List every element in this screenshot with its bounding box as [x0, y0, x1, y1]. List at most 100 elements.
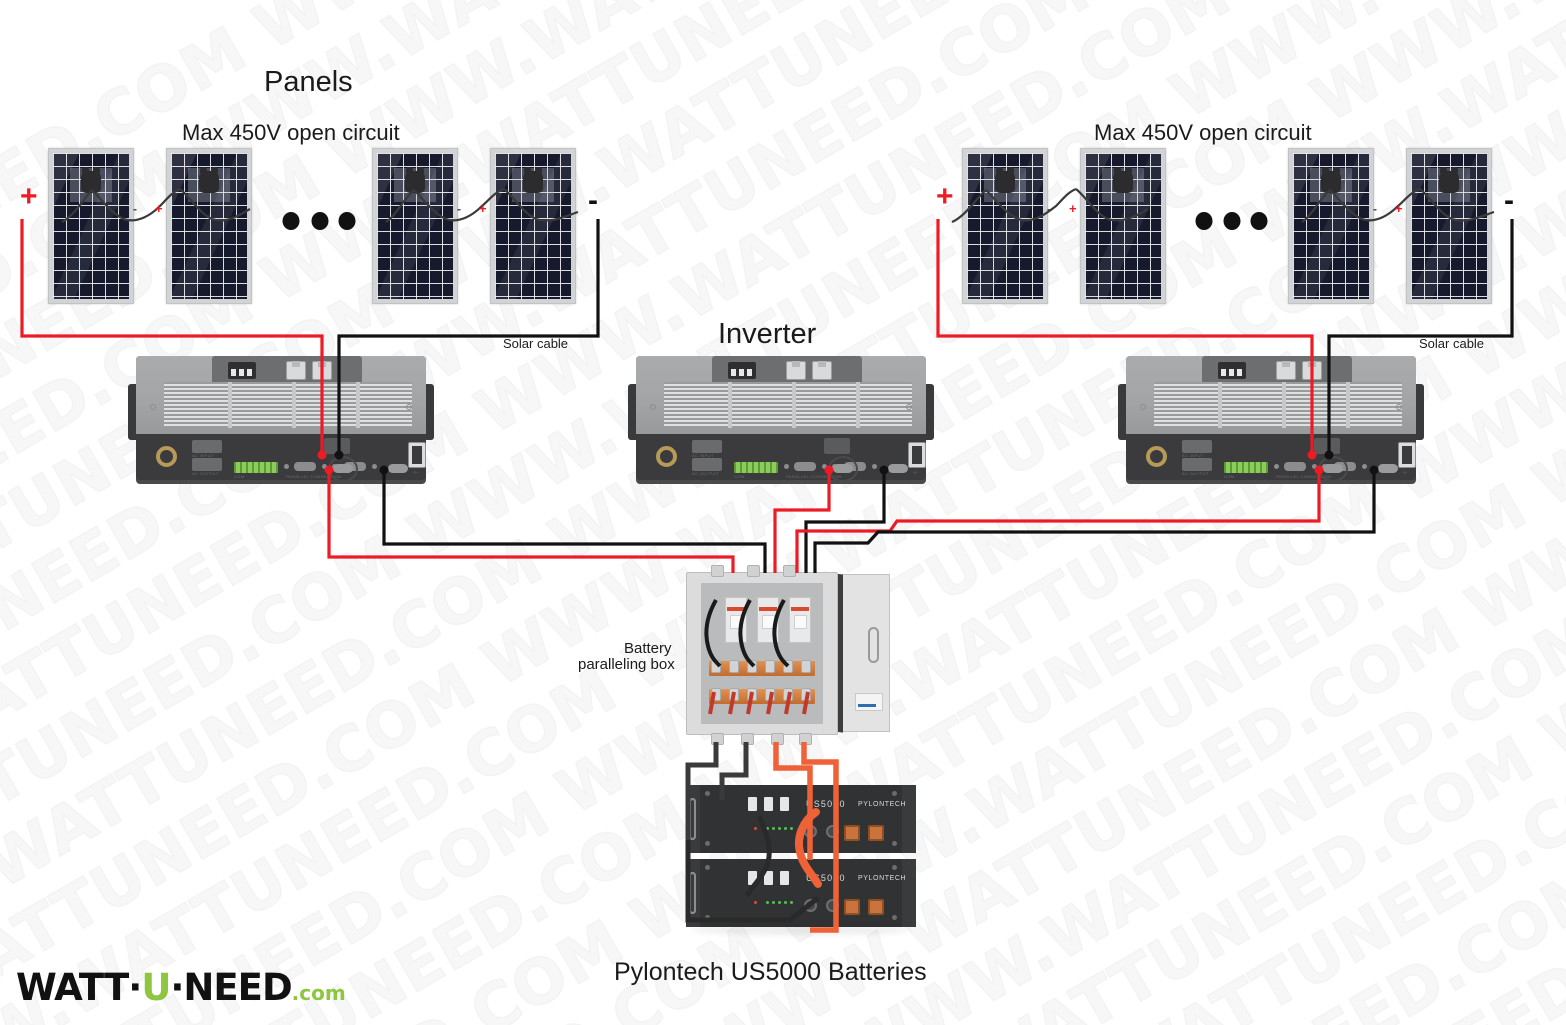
junction-box-icon	[188, 167, 230, 202]
enclosure-door	[836, 574, 890, 732]
battery-interlink-orange	[795, 808, 822, 888]
panel-interconnect-right	[951, 187, 1495, 224]
polarity-right-mid2-minus: -	[1373, 202, 1377, 216]
ac-gland-icon	[156, 446, 177, 467]
page-title: Panels	[264, 66, 353, 98]
string-right-positive-cable	[936, 219, 1314, 455]
battery-interlink-black	[745, 815, 772, 897]
com-label: COM	[734, 474, 745, 479]
power-switch[interactable]	[408, 442, 426, 468]
ellipsis-dots-right	[1195, 212, 1268, 230]
ac-output-label: AC OUTPUT	[692, 471, 719, 476]
logo-part-u: U	[141, 966, 171, 1009]
com-label: COM	[234, 474, 245, 479]
parallel-label: PARALLEL CONNECTION	[786, 474, 842, 479]
ellipsis-dots-left	[282, 212, 356, 230]
battery-terminal-positive	[833, 464, 853, 473]
inverter-center: AC INPUT AC OUTPUT COM PARALLEL CONNECTI…	[628, 350, 934, 486]
battery-cable-center-negative	[804, 470, 886, 573]
panel-interconnect-left	[61, 187, 579, 223]
battery-cable-left-positive	[327, 470, 735, 573]
box-to-battery-negative-1	[685, 742, 719, 840]
junction-box-icon	[512, 167, 554, 202]
polarity-left-mid2-plus: +	[479, 201, 487, 216]
logo-suffix-com: .com	[291, 981, 346, 1005]
door-handle-icon	[868, 627, 879, 663]
battery-terminal-negative	[888, 464, 908, 473]
polarity-right-plus: +	[936, 180, 954, 213]
logo-part-need: NEED	[183, 966, 292, 1009]
pv-input-terminal	[824, 438, 850, 454]
solar-panel	[962, 148, 1048, 304]
solar-panel	[1080, 148, 1166, 304]
ac-input-label: AC INPUT	[692, 453, 714, 458]
right-string-voltage-label: Max 450V open circuit	[1094, 120, 1312, 145]
solar-cable-label-right: Solar cable	[1419, 336, 1485, 351]
box-to-battery-positive-2	[801, 742, 839, 933]
polarity-left-mid2-minus: -	[457, 202, 461, 216]
ac-output-label: AC OUTPUT	[1182, 471, 1209, 476]
ac-gland-icon	[656, 446, 677, 467]
polarity-right-mid2-plus: +	[1395, 201, 1403, 216]
battery-com-cable	[685, 840, 820, 923]
solar-cable-label-left: Solar cable	[503, 336, 569, 351]
logo-part-watt: WATT	[16, 966, 129, 1009]
polarity-right-mid-minus: -	[1047, 202, 1051, 216]
com-label: COM	[1224, 474, 1235, 479]
inverter-section-title: Inverter	[718, 318, 817, 350]
solar-panel	[48, 148, 134, 304]
box-to-battery-negative-2	[719, 742, 749, 800]
logo-dot-2: ·	[170, 966, 184, 1009]
rating-plate	[855, 693, 883, 711]
solar-panel	[1288, 148, 1374, 304]
battery-box-label-line1: Battery	[624, 640, 672, 657]
battery-cable-right-positive	[795, 470, 1321, 573]
power-switch[interactable]	[1398, 442, 1416, 468]
solar-panel	[372, 148, 458, 304]
parallel-label: PARALLEL CONNECTION	[286, 474, 342, 479]
solar-panel	[166, 148, 252, 304]
pv-input-terminal	[324, 438, 350, 454]
parallel-connector	[1224, 462, 1268, 473]
parallel-label: PARALLEL CONNECTION	[1276, 474, 1332, 479]
string-left-negative-cable	[337, 219, 600, 455]
ac-input-label: AC INPUT	[1182, 453, 1204, 458]
ac-output-label: AC OUTPUT	[192, 471, 219, 476]
pv-input-terminal	[1314, 438, 1340, 454]
battery-brand-label: PYLONTECH	[858, 801, 907, 808]
box-internal-wiring	[704, 599, 790, 668]
inverter-left: AC INPUT AC OUTPUT COM PARALLEL CONNECTI…	[128, 350, 434, 486]
battery-terminal-negative	[388, 464, 408, 473]
batteries-caption: Pylontech US5000 Batteries	[614, 958, 927, 986]
polarity-left-mid-minus: -	[133, 202, 137, 216]
junction-box-icon	[1310, 167, 1352, 202]
brand-logo: WATT·U·NEED.com	[16, 966, 346, 1009]
battery-terminal-positive	[1323, 464, 1343, 473]
battery-brand-label: PYLONTECH	[858, 875, 907, 882]
inverter-right: AC INPUT AC OUTPUT COM PARALLEL CONNECTI…	[1118, 350, 1424, 486]
battery-cable-right-negative	[813, 470, 1376, 573]
left-string-voltage-label: Max 450V open circuit	[182, 120, 400, 145]
junction-box-icon	[1428, 167, 1470, 202]
battery-terminal-negative	[1378, 464, 1398, 473]
junction-box-icon	[1102, 167, 1144, 202]
dc-breaker	[789, 597, 811, 643]
polarity-left-mid-plus: +	[155, 201, 163, 216]
string-right-negative-cable	[1327, 219, 1514, 455]
battery-unit: US5000 PYLONTECH	[686, 859, 916, 927]
junction-box-icon	[394, 167, 436, 202]
battery-box-label-line2: paralleling box	[578, 656, 675, 673]
parallel-connector	[234, 462, 278, 473]
parallel-connector	[734, 462, 778, 473]
polarity-left-minus: -	[588, 184, 598, 217]
battery-cable-center-positive	[773, 470, 831, 573]
string-left-positive-cable	[20, 219, 324, 455]
junction-box-icon	[70, 167, 112, 202]
ac-gland-icon	[1146, 446, 1167, 467]
battery-model-label: US5000	[806, 799, 846, 809]
battery-cable-left-negative	[382, 470, 767, 573]
box-internal-red-wiring	[708, 691, 810, 715]
power-switch[interactable]	[908, 442, 926, 468]
